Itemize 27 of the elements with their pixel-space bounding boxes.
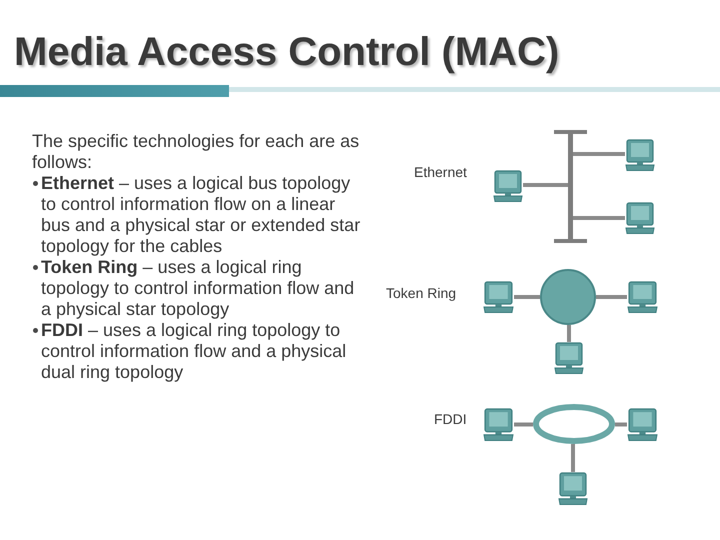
cable-line (571, 444, 575, 472)
cable-line (567, 325, 571, 342)
cable-line (514, 295, 540, 299)
computer-icon (627, 408, 658, 441)
computer-icon (493, 170, 523, 202)
computer-icon (558, 472, 588, 505)
computer-icon (483, 408, 514, 441)
slide-title: Media Access Control (MAC) (14, 29, 560, 76)
computer-icon (625, 139, 655, 171)
computer-icon (483, 281, 514, 313)
cable-line (573, 216, 625, 220)
ring-ellipse (533, 404, 615, 444)
cable-line (573, 152, 625, 156)
cable-line (615, 422, 627, 426)
cable-line (514, 422, 533, 426)
bullet-text: Token Ring – uses a logical ring topology to control information flow and a physical star topology (41, 257, 356, 320)
bullet-text: Ethernet – uses a logical bus topology to control information flow on a linear bus and a physical star or extended star topology for the cables (41, 173, 362, 257)
topology-label: Token Ring (386, 285, 456, 301)
bullet-text: FDDI – uses a logical ring topology to control information flow and a physical dual ring topology (41, 320, 348, 383)
topology-label: Ethernet (414, 164, 467, 180)
computer-icon (625, 202, 655, 234)
cable-line (523, 183, 568, 187)
cable-line (596, 295, 627, 299)
computer-icon (554, 342, 584, 374)
topology-label: FDDI (434, 411, 467, 427)
intro-text: The specific technologies for each are as follows: (32, 131, 360, 173)
computer-icon (627, 281, 658, 313)
